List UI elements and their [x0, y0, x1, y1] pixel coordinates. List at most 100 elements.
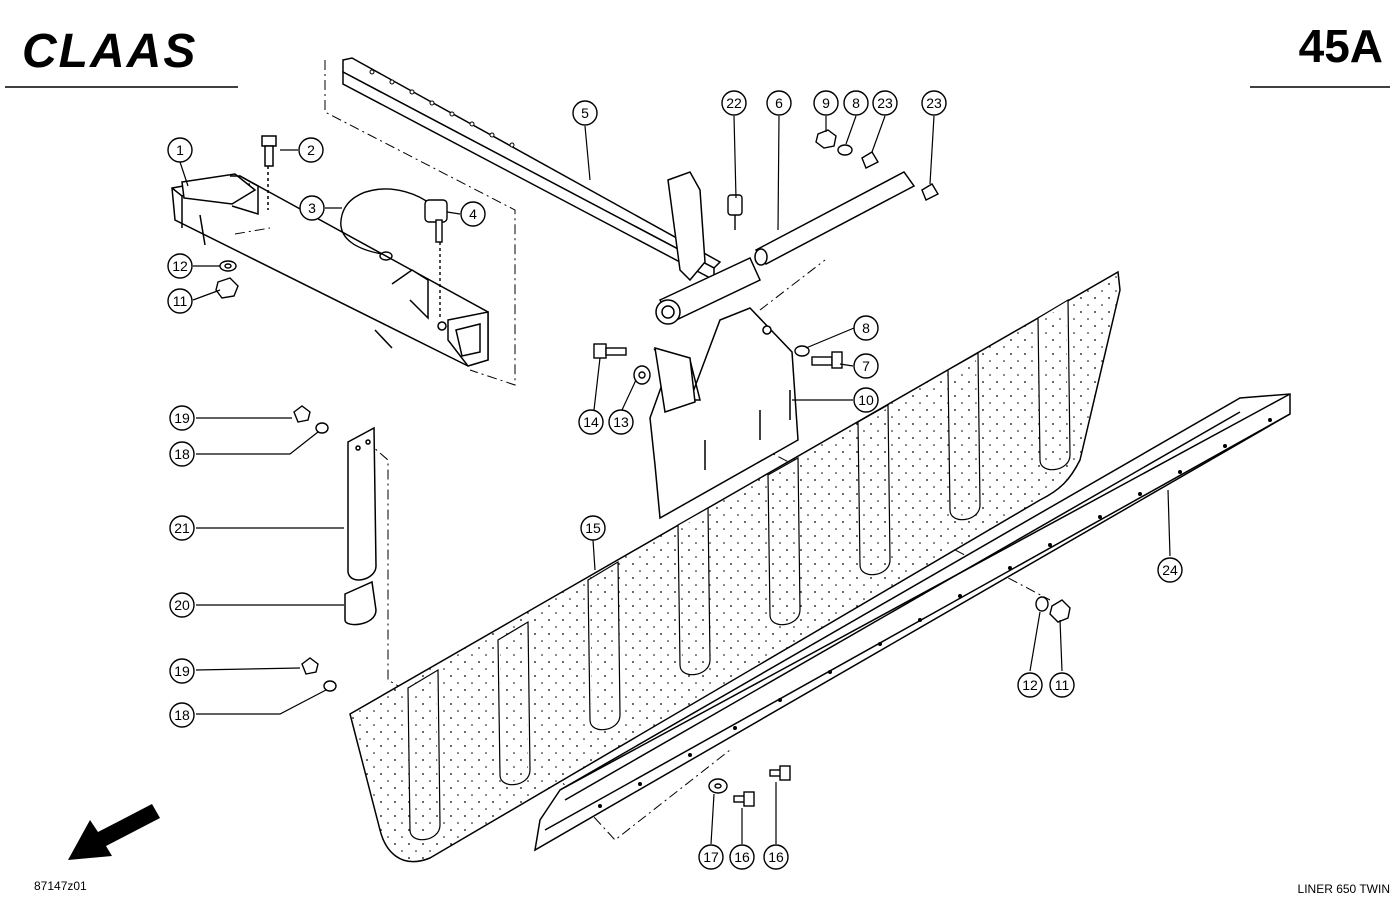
callout-23-left: 23 [872, 90, 898, 116]
part-8-washer-top [837, 144, 853, 156]
callout-13-label: 13 [613, 414, 629, 430]
part-19-nut-lower [301, 657, 319, 675]
callout-22-label: 22 [726, 95, 742, 111]
callout-9-label: 9 [822, 95, 830, 111]
part-18-washer-upper [315, 422, 329, 434]
sheet-number: 45A [1299, 20, 1383, 72]
part-4-lynch-pin [424, 199, 448, 320]
part-1-frame [171, 173, 489, 367]
part-6-tube [754, 171, 916, 266]
callout-16-b: 16 [763, 844, 789, 870]
part-19-nut-upper [293, 405, 311, 423]
callout-11-right: 11 [1049, 672, 1075, 698]
callout-14: 14 [578, 409, 604, 435]
callout-18-upper-label: 18 [174, 446, 190, 462]
callout-2: 2 [298, 137, 324, 163]
part-20-cap [344, 580, 377, 626]
callout-17-label: 17 [703, 849, 719, 865]
part-21-strip [347, 426, 377, 581]
part-3-lanyard [340, 188, 433, 261]
part-8-washer-right [794, 345, 810, 357]
callout-7: 7 [853, 353, 879, 379]
callout-12-right: 12 [1017, 672, 1043, 698]
part-18-washer-lower [323, 680, 337, 692]
callout-16-b-label: 16 [768, 849, 784, 865]
callout-9: 9 [813, 90, 839, 116]
callout-21-label: 21 [174, 520, 190, 536]
callout-8-mid: 8 [853, 315, 879, 341]
part-5-tube-arm [342, 57, 761, 325]
part-11-nut-right [1049, 599, 1071, 623]
callout-22: 22 [721, 90, 747, 116]
model-name: LINER 650 TWIN [1298, 882, 1390, 896]
callout-23-right: 23 [921, 90, 947, 116]
callout-11-left: 11 [167, 288, 193, 314]
callout-15-label: 15 [585, 520, 601, 536]
callout-8-mid-label: 8 [862, 320, 870, 336]
brand-logo-text: CLAAS [22, 25, 197, 78]
callout-4-label: 4 [469, 206, 477, 222]
callout-12-left-label: 12 [172, 258, 188, 274]
part-2-bolt [261, 135, 277, 210]
leader-lines [179, 115, 1171, 845]
callout-16-a-label: 16 [734, 849, 750, 865]
callout-20-label: 20 [174, 597, 190, 613]
drawing-code: 87147z01 [34, 879, 87, 893]
callout-6-label: 6 [775, 95, 783, 111]
callout-16-a: 16 [729, 844, 755, 870]
part-12-washer-left [219, 260, 237, 272]
callout-23-right-label: 23 [926, 95, 942, 111]
callout-1-label: 1 [176, 142, 184, 158]
callout-12-left: 12 [167, 253, 193, 279]
callout-20: 20 [169, 592, 195, 618]
callout-18-upper: 18 [169, 441, 195, 467]
callout-10-label: 10 [858, 392, 874, 408]
callout-19-upper-label: 19 [174, 410, 190, 426]
callout-14-label: 14 [583, 414, 599, 430]
callout-24-label: 24 [1162, 562, 1178, 578]
part-23-clip-left [861, 151, 879, 169]
callout-3-label: 3 [308, 200, 316, 216]
part-9-nut-top [815, 129, 837, 149]
part-7-bolt [811, 351, 843, 369]
part-17-washer [708, 778, 728, 794]
callout-4: 4 [460, 201, 486, 227]
callout-19-lower-label: 19 [174, 663, 190, 679]
part-22-pin [727, 194, 743, 230]
callout-11-right-label: 11 [1055, 677, 1070, 693]
callout-10: 10 [853, 387, 879, 413]
callout-18-lower-label: 18 [174, 707, 190, 723]
callout-19-lower: 19 [169, 658, 195, 684]
part-15-shield [349, 270, 1121, 863]
callout-11-left-label: 11 [173, 293, 188, 309]
callout-18-lower: 18 [169, 702, 195, 728]
callout-8-top-label: 8 [852, 95, 860, 111]
part-10-bracket [649, 307, 799, 520]
brand-logo: CLAAS [22, 25, 197, 78]
callout-8-top: 8 [843, 90, 869, 116]
callout-12-right-label: 12 [1022, 677, 1038, 693]
callout-1: 1 [167, 137, 193, 163]
callout-23-left-label: 23 [877, 95, 893, 111]
part-16-bolt-a [733, 791, 755, 807]
part-16-bolt-b [769, 765, 791, 781]
part-12-washer-right [1035, 596, 1049, 612]
callout-2-label: 2 [307, 142, 315, 158]
part-23-clip-right [921, 183, 939, 201]
callout-7-label: 7 [862, 358, 870, 374]
callouts: 1 2 3 4 5 22 6 9 8 23 23 8 7 10 14 13 12… [167, 90, 1183, 870]
callout-24: 24 [1157, 557, 1183, 583]
callout-21: 21 [169, 515, 195, 541]
part-11-nut-left [215, 277, 239, 299]
part-14-bolt [593, 343, 627, 359]
callout-13: 13 [608, 409, 634, 435]
part-24-strip [533, 393, 1291, 852]
callout-5-label: 5 [581, 105, 589, 121]
callout-3: 3 [299, 195, 325, 221]
direction-arrow-icon [68, 804, 160, 860]
callout-5: 5 [572, 100, 598, 126]
callout-6: 6 [766, 90, 792, 116]
callout-19-upper: 19 [169, 405, 195, 431]
part-5-holes [369, 69, 515, 148]
